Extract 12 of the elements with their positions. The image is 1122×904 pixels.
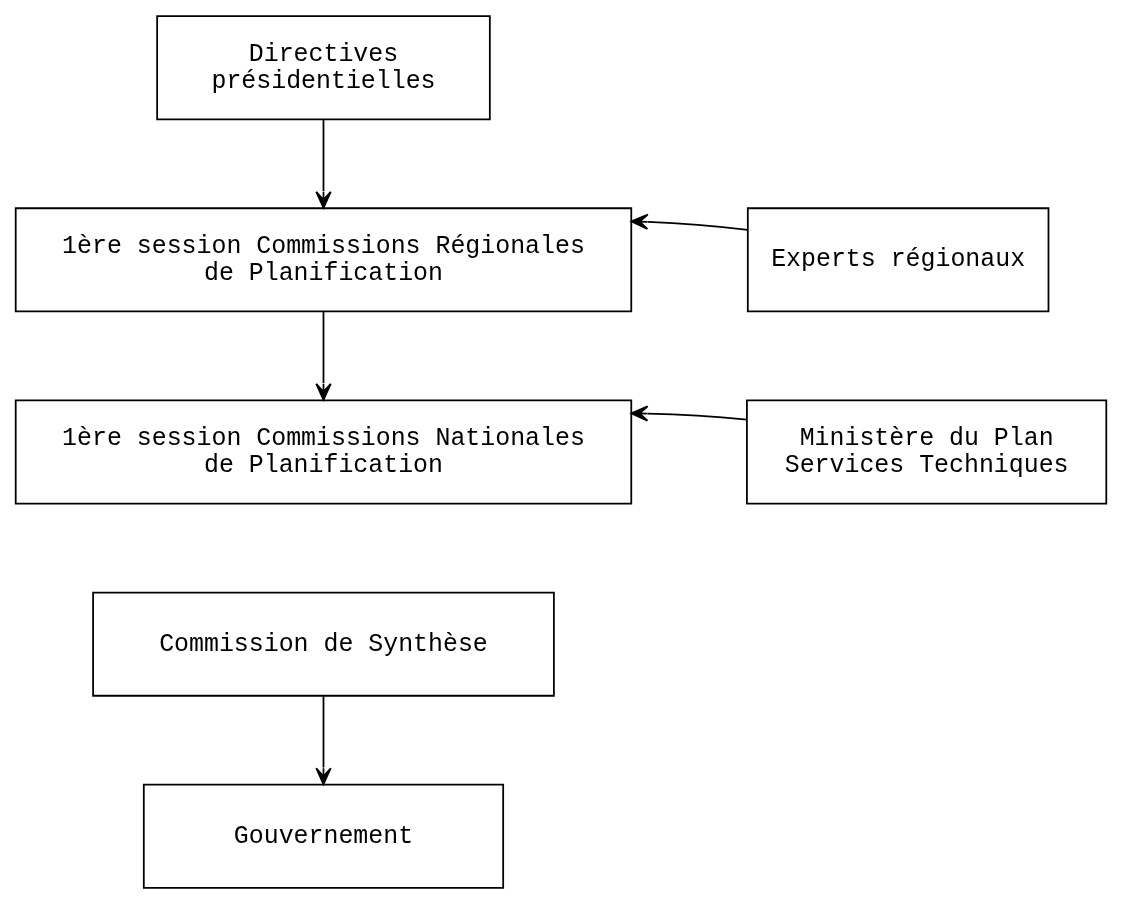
arrow: [630, 213, 749, 231]
node-box: 1ère session Commissions Nationales de Planification: [14, 399, 633, 505]
arrow: [315, 310, 332, 401]
node-box: Directives présidentielles: [156, 15, 491, 121]
arrow: [630, 405, 748, 422]
node-box: Experts régionaux: [746, 207, 1050, 313]
arrow: [315, 118, 332, 209]
node-box: 1ère session Commissions Régionales de Planification: [14, 207, 633, 313]
node-box: Ministère du Plan Services Techniques: [746, 399, 1108, 505]
arrow: [315, 695, 332, 786]
node-box: Commission de Synthèse: [92, 591, 555, 697]
node-box: Gouvernement: [142, 783, 505, 889]
